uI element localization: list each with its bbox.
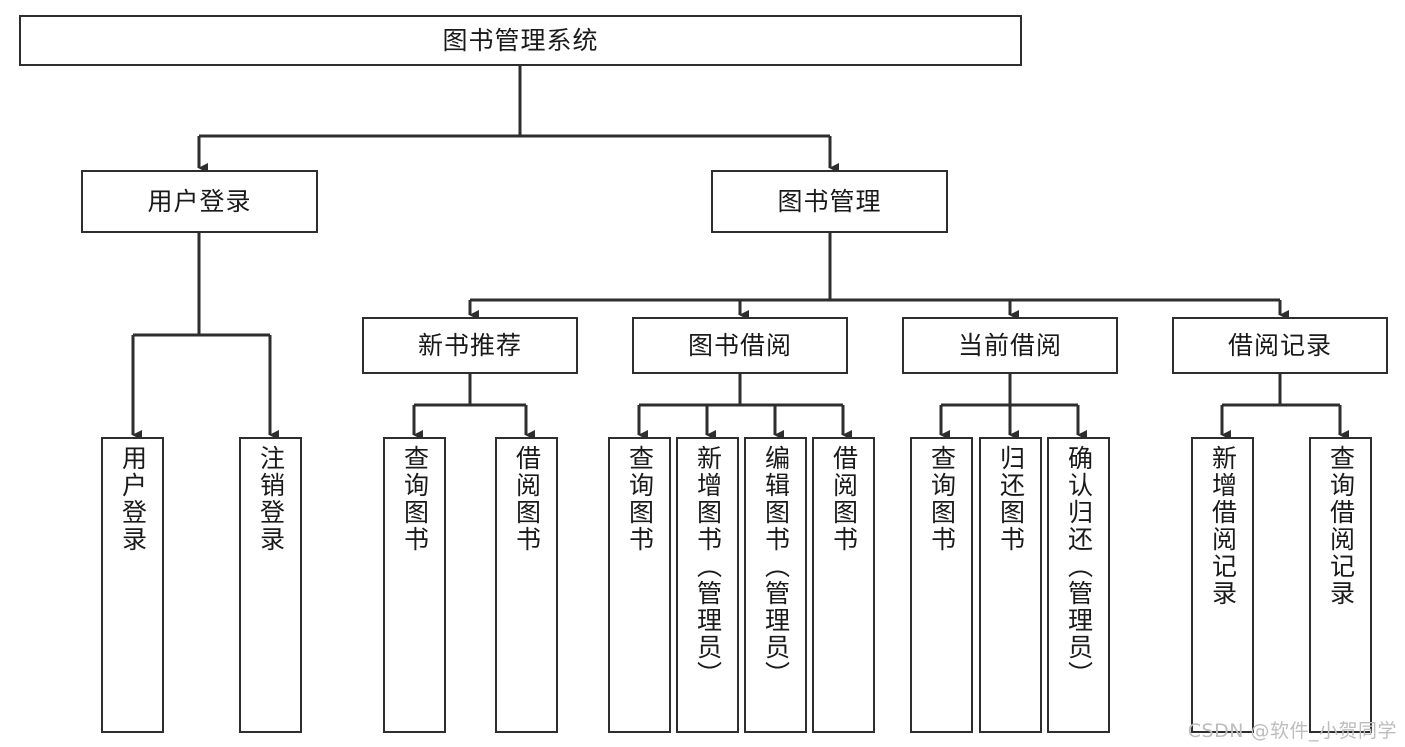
leaf-borrow-add-book-admin[interactable]: 新增图书（管理员） — [676, 437, 739, 733]
leaf-newbook-query-book[interactable]: 查询图书 — [383, 437, 446, 733]
node-label: 新增借阅记录 — [1208, 445, 1238, 607]
leaf-record-query-borrow-record[interactable]: 查询借阅记录 — [1309, 437, 1372, 733]
node-current-borrow[interactable]: 当前借阅 — [902, 317, 1118, 374]
node-label: 确认归还（管理员） — [1064, 445, 1094, 688]
node-label: 图书借阅 — [687, 330, 792, 360]
node-label: 注销登录 — [256, 445, 286, 553]
node-book-borrow[interactable]: 图书借阅 — [632, 317, 848, 374]
node-new-book-recommend[interactable]: 新书推荐 — [362, 317, 578, 374]
csdn-watermark: CSDN @软件_小贺同学 — [1187, 720, 1397, 742]
leaf-user-login[interactable]: 用户登录 — [101, 437, 164, 733]
leaf-borrow-edit-book-admin[interactable]: 编辑图书（管理员） — [744, 437, 807, 733]
node-label: 查询图书 — [927, 445, 957, 553]
leaf-logout[interactable]: 注销登录 — [239, 437, 302, 733]
leaf-borrow-borrow-book[interactable]: 借阅图书 — [812, 437, 875, 733]
node-label: 用户登录 — [147, 186, 252, 216]
node-label: 借阅记录 — [1227, 330, 1332, 360]
node-label: 查询图书 — [625, 445, 655, 553]
leaf-current-return-book[interactable]: 归还图书 — [979, 437, 1042, 733]
node-borrow-record[interactable]: 借阅记录 — [1172, 317, 1388, 374]
node-label: 新书推荐 — [417, 330, 522, 360]
node-label: 当前借阅 — [957, 330, 1062, 360]
node-label: 用户登录 — [118, 445, 148, 553]
leaf-current-query-book[interactable]: 查询图书 — [910, 437, 973, 733]
node-label: 编辑图书（管理员） — [761, 445, 791, 688]
leaf-borrow-query-book[interactable]: 查询图书 — [608, 437, 671, 733]
leaf-newbook-borrow-book[interactable]: 借阅图书 — [495, 437, 558, 733]
leaf-record-add-borrow-record[interactable]: 新增借阅记录 — [1191, 437, 1254, 733]
node-label: 借阅图书 — [829, 445, 859, 553]
node-label: 图书管理系统 — [442, 25, 599, 55]
node-label: 归还图书 — [996, 445, 1026, 553]
node-label: 查询图书 — [400, 445, 430, 553]
node-book-management[interactable]: 图书管理 — [711, 170, 948, 233]
node-label: 新增图书（管理员） — [693, 445, 723, 688]
node-label: 查询借阅记录 — [1326, 445, 1356, 607]
node-user-login[interactable]: 用户登录 — [81, 170, 318, 233]
node-label: 图书管理 — [777, 186, 882, 216]
node-root-library-system[interactable]: 图书管理系统 — [19, 15, 1022, 66]
leaf-current-confirm-return-admin[interactable]: 确认归还（管理员） — [1047, 437, 1110, 733]
node-label: 借阅图书 — [512, 445, 542, 553]
